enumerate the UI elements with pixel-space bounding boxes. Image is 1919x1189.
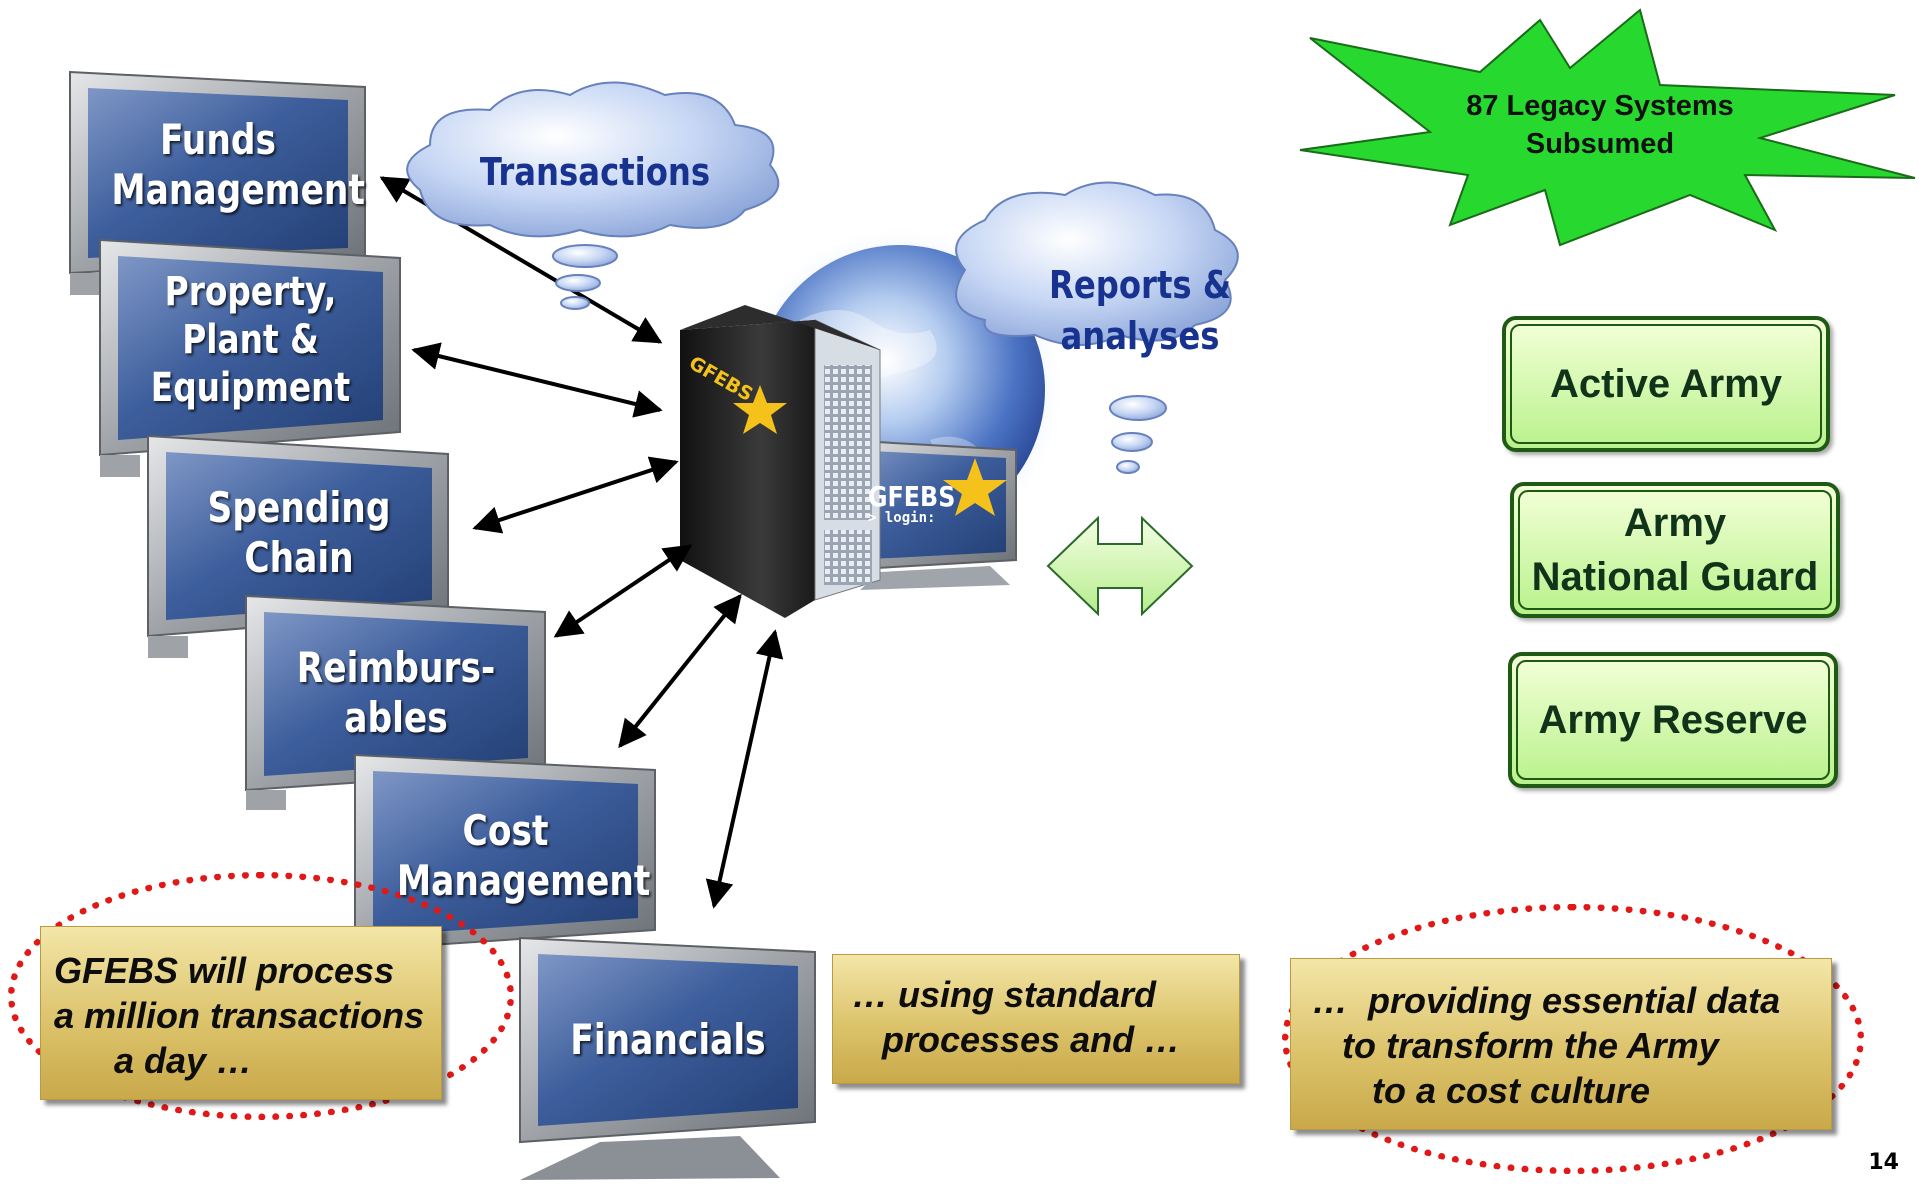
note-essential: … providing essential data to transform … [1312,980,1781,1111]
monitor-label-reimb: Reimburs- ables [296,643,496,743]
monitor-label-cost: Cost Management [396,806,651,906]
arrow-financials [705,629,784,909]
server-star-icon [733,385,787,434]
note-million-box [40,926,442,1100]
screen-login-label: > login: [868,510,936,526]
monitor-label-financials: Financials [570,1015,766,1064]
monitor-reimb [245,594,546,810]
arrow-cost [618,593,742,749]
component-national-guard: Army National Guard [1510,482,1840,618]
component-army-reserve: Army Reserve [1508,652,1838,788]
monitor-label-property: Property, Plant & Equipment [150,269,351,411]
monitor-financials [519,936,816,1180]
double-arrow-icon [1046,515,1194,617]
starburst [1299,8,1916,247]
note-standard-box [832,954,1240,1084]
note-essential-box [1290,958,1832,1130]
cloud-label-transactions: Transactions [479,150,711,194]
note-standard: … using standard processes and … [852,974,1181,1060]
component-label: Army National Guard [1531,501,1819,599]
cloud-transactions [406,81,780,310]
monitor-label-funds: Funds Management [111,115,365,215]
monitor-cost [354,753,656,970]
gfebs-screen [841,438,1017,590]
component-label: Active Army [1550,362,1782,406]
note-million: GFEBS will process a million transaction… [54,950,425,1081]
legacy-systems-label: 87 Legacy Systems Subsumed [1466,90,1734,160]
server-tower [680,305,881,618]
component-active-army: Active Army [1502,316,1830,452]
page-number: 14 [1868,1150,1899,1175]
gfebs-star-icon [943,458,1007,516]
arrow-property [411,342,663,418]
monitor-label-spending: Spending Chain [207,483,391,583]
highlight-ellipse-left [8,872,514,1120]
monitor-spending [147,434,449,658]
highlight-ellipse-right [1282,904,1864,1174]
monitor-property [99,238,401,477]
cloud-label-reports: Reports & analyses [1048,263,1232,359]
arrow-reimb [553,544,693,638]
component-label: Army Reserve [1538,698,1808,742]
cloud-reports [955,181,1239,474]
monitor-funds [69,70,366,295]
screen-brand-label: GFEBS [868,480,956,513]
arrow-spending [472,456,679,534]
